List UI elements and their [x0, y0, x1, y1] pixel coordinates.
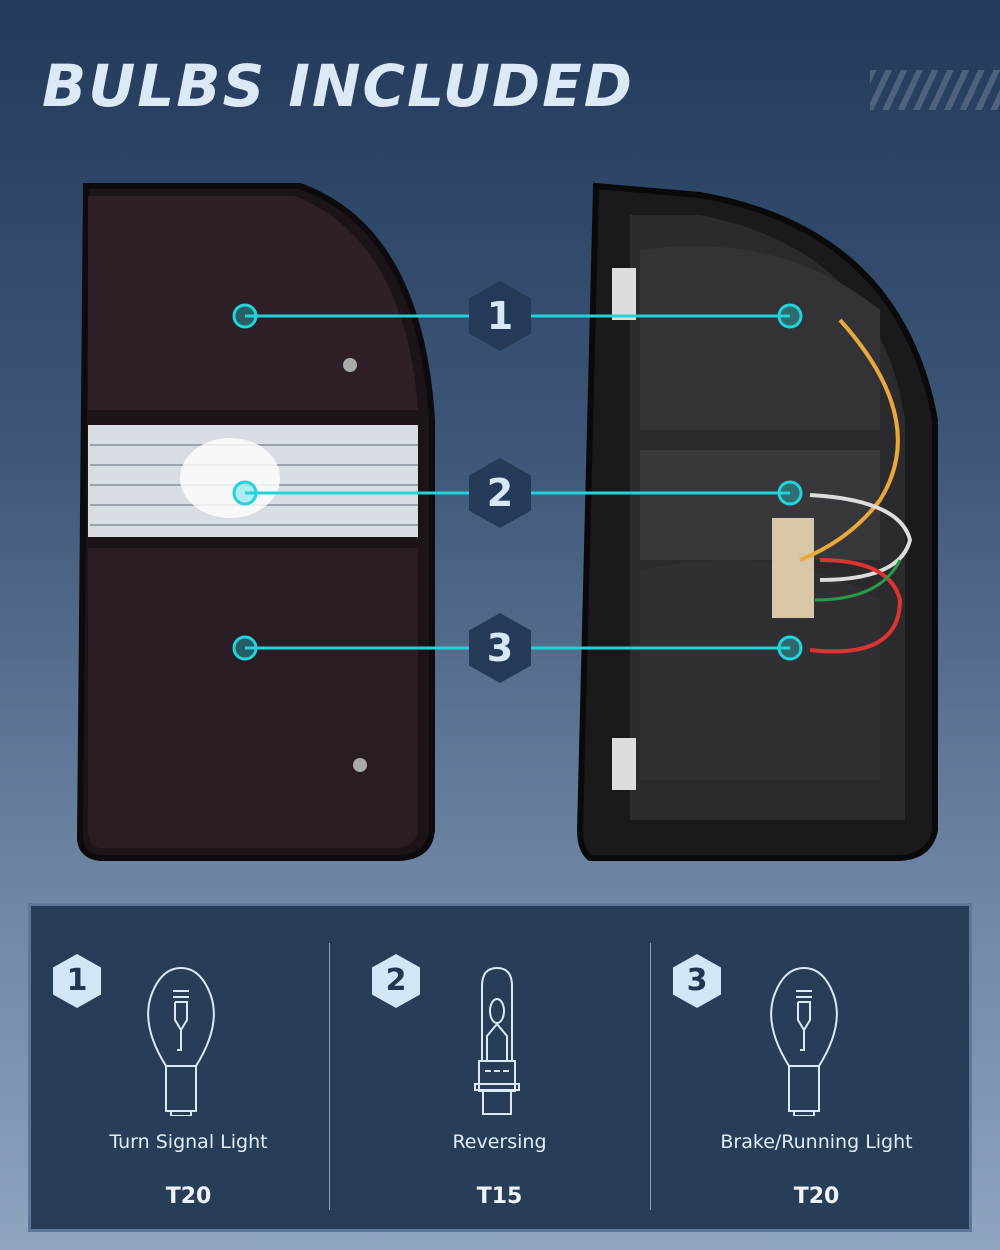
bulb-card-2: 2 Reversing T15 [342, 906, 657, 1229]
bulb-t20-icon [147, 966, 215, 1116]
bulb-code: T20 [165, 1184, 212, 1209]
bulb-label: Reversing [452, 1131, 547, 1153]
bulb-t20-icon [770, 966, 838, 1116]
bulb-code: T15 [476, 1184, 523, 1209]
number-badge: 2 [372, 954, 420, 1008]
connector [772, 518, 814, 618]
bulb-label: Turn Signal Light [109, 1131, 268, 1153]
tail-light-front [76, 183, 435, 861]
callout-dots [232, 303, 803, 661]
number-badge: 3 [673, 954, 721, 1008]
bulb-label: Brake/Running Light [720, 1131, 913, 1153]
divider [329, 943, 330, 1210]
tail-light-back [576, 182, 938, 861]
bulb-code: T20 [793, 1184, 840, 1209]
page-title: BULBS INCLUDED [42, 52, 634, 120]
bulb-spec-panel: 1 Turn Signal Light T20 2 Reversing T15 … [28, 903, 972, 1232]
bulb-card-1: 1 Turn Signal Light T20 [31, 906, 346, 1229]
bulb-t15-icon [474, 966, 520, 1115]
decorative-stripes [870, 70, 1000, 110]
divider [650, 943, 651, 1210]
tail-light-illustration [76, 182, 938, 861]
callout-badge-3: 3 [469, 613, 531, 683]
bulb-card-3: 3 Brake/Running Light T20 [659, 906, 974, 1229]
number-badge: 1 [53, 954, 101, 1008]
